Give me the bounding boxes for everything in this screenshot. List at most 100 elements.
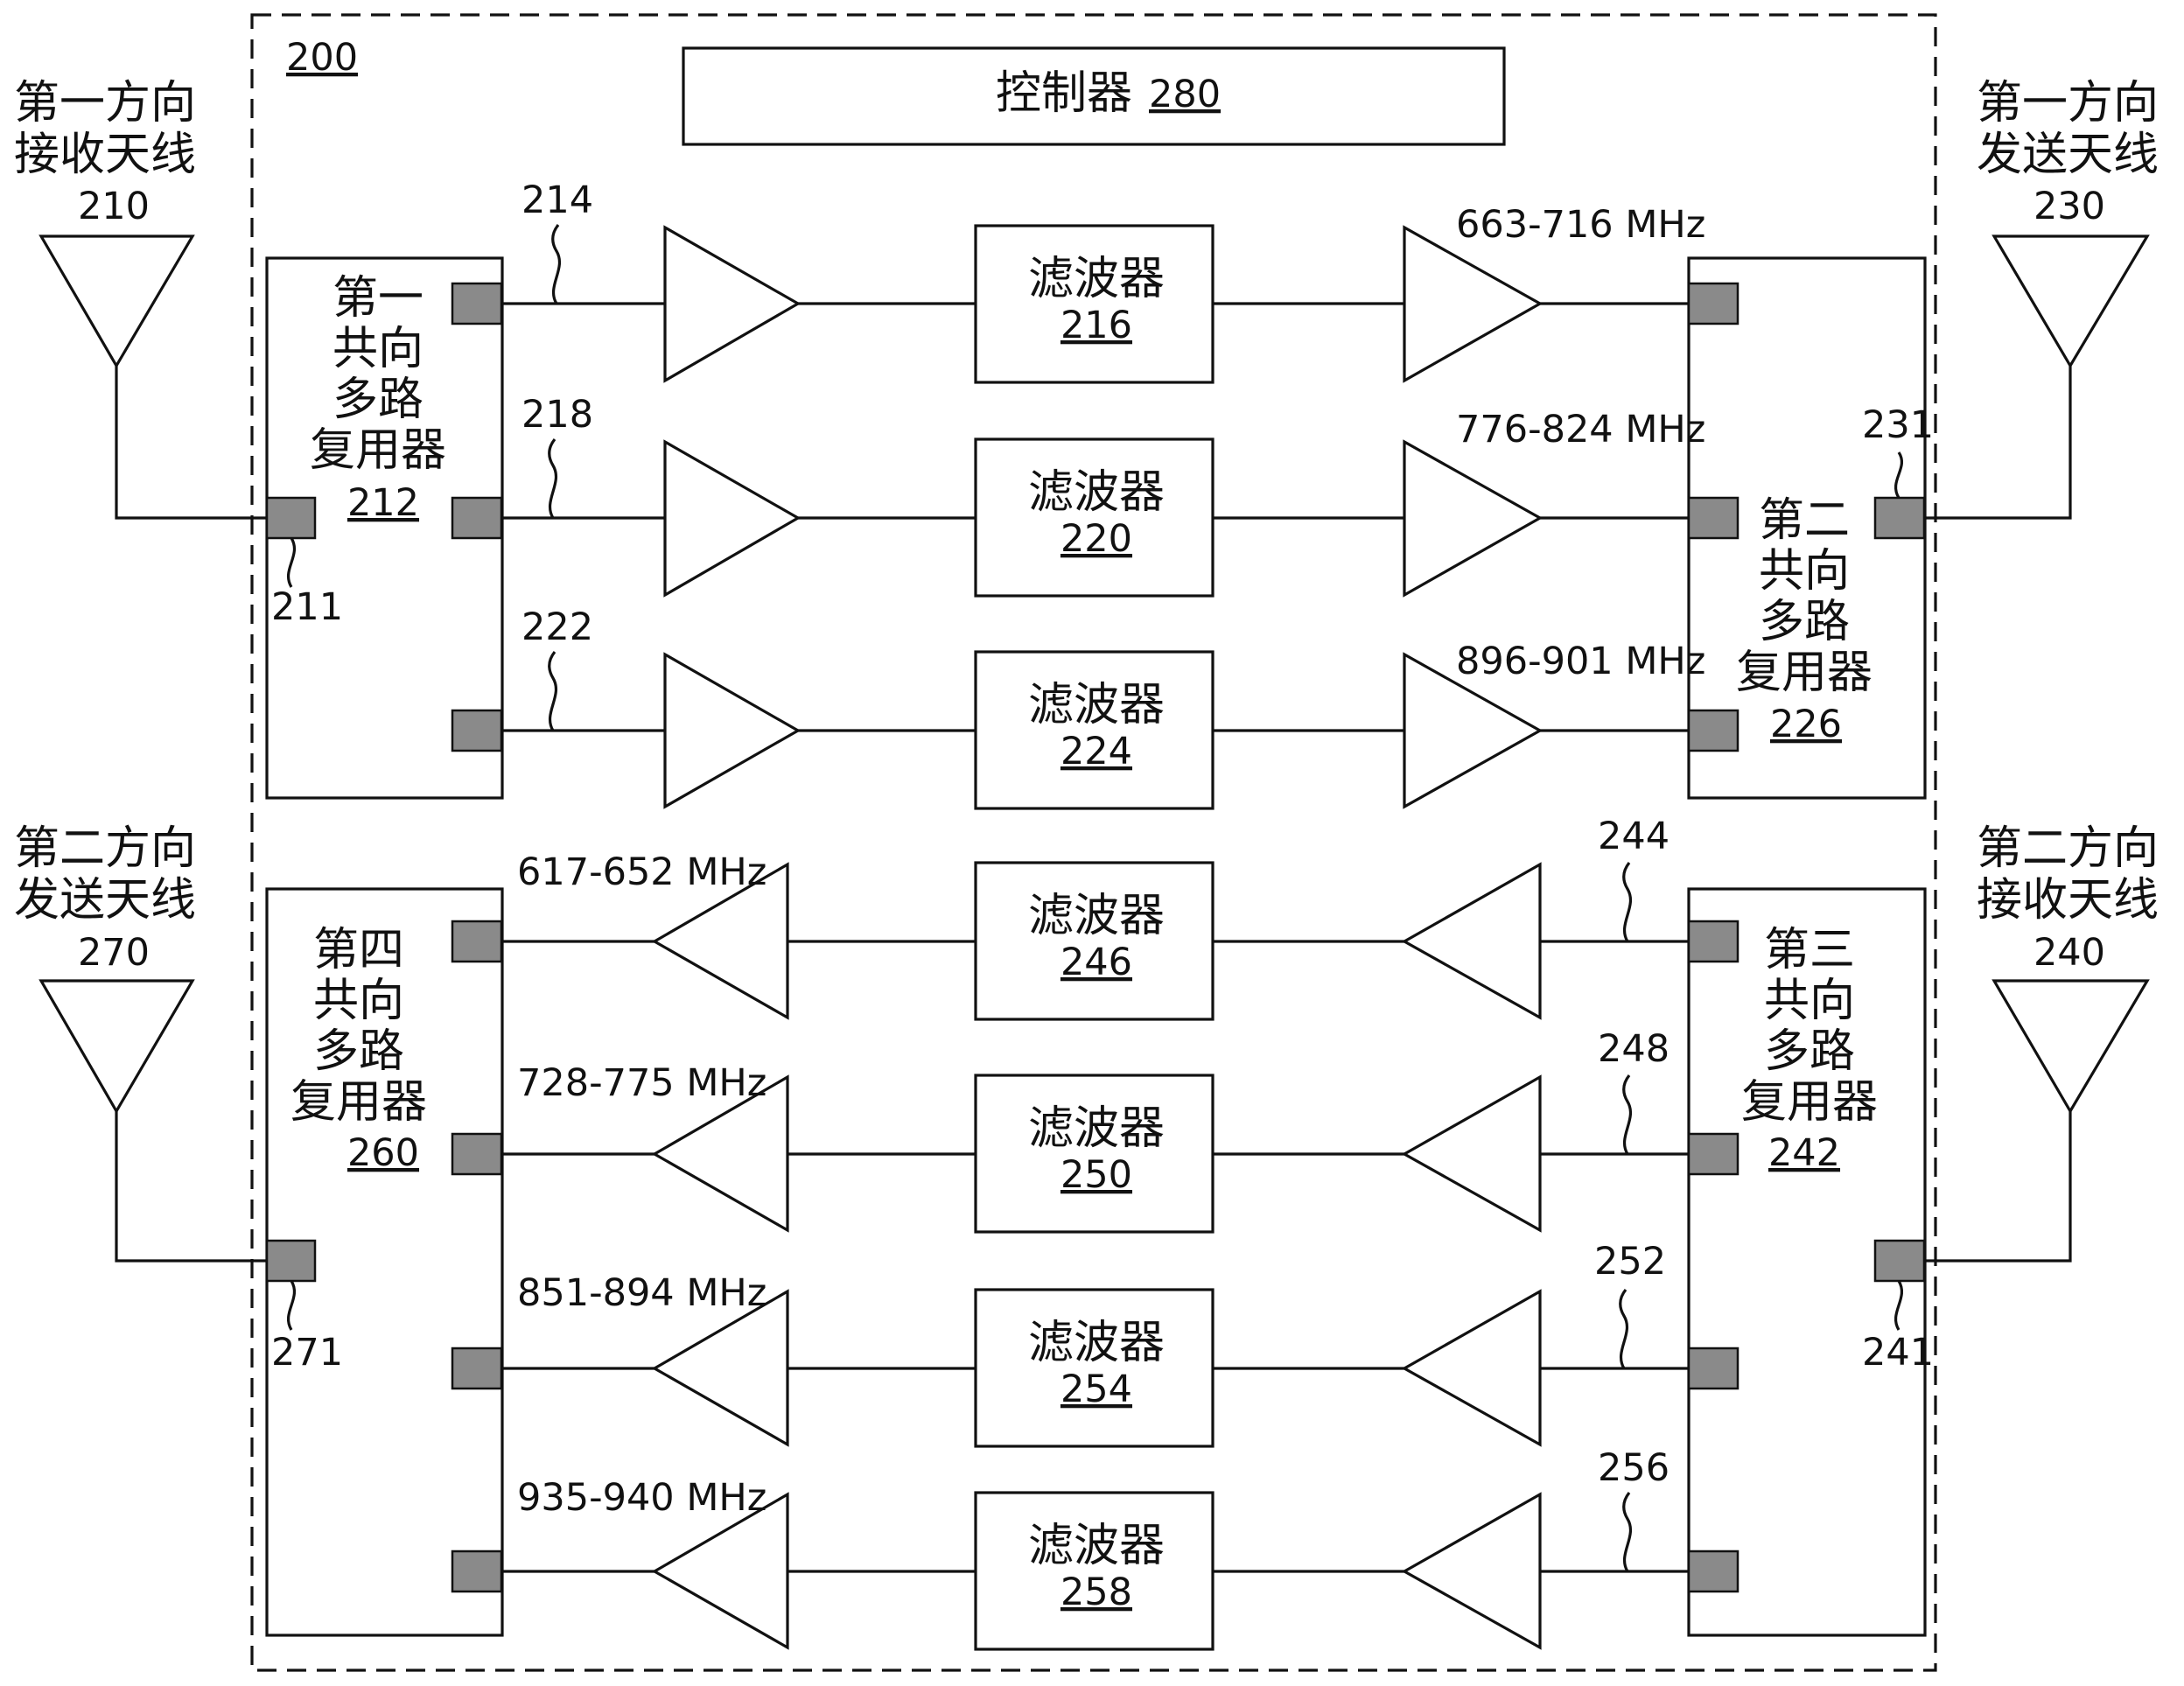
signal-ref-252: 252 <box>1594 1240 1666 1284</box>
filter-220-label: 滤波器 <box>1028 466 1165 519</box>
diplexer-212-label: 第一 共向 多路 复用器 212 <box>310 272 446 525</box>
system-ref: 200 <box>286 36 358 80</box>
antenna-tx2-line1: 第二方向 <box>14 822 196 875</box>
band-label-2: 776-824 MHz <box>1456 408 1705 451</box>
svg-text:复用器: 复用器 <box>310 424 446 477</box>
amplifier-icon <box>651 862 789 1020</box>
port-242-out-1 <box>1687 920 1740 963</box>
antenna-230: 第一方向 发送天线 230 <box>1922 77 2159 520</box>
port-260-in-1 <box>451 920 503 963</box>
svg-text:260: 260 <box>347 1131 419 1175</box>
port-226-in-3 <box>1687 709 1740 752</box>
filter-246-ref: 246 <box>1060 941 1132 984</box>
svg-text:共向: 共向 <box>1759 545 1850 598</box>
band-label-5: 728-775 MHz <box>517 1061 766 1105</box>
filter-254-box <box>974 1288 1214 1448</box>
forward-path-3: 滤波器 224 896-901 MHz 222 <box>502 605 1705 810</box>
amplifier-icon <box>663 225 802 383</box>
antenna-270: 第二方向 发送天线 270 <box>14 822 273 1263</box>
port-242-out-2 <box>1687 1132 1740 1176</box>
diplexer-226-label: 第二 共向 多路 复用器 226 <box>1736 494 1872 746</box>
port-ref-271: 271 <box>271 1331 343 1375</box>
svg-text:212: 212 <box>347 481 419 525</box>
antenna-tx2-ref: 270 <box>78 931 150 975</box>
port-260-in-2 <box>451 1132 503 1176</box>
band-label-7: 935-940 MHz <box>517 1476 766 1520</box>
filter-224-ref: 224 <box>1060 730 1132 773</box>
port-212-out-2 <box>451 496 503 540</box>
port-242-out-4 <box>1687 1550 1740 1593</box>
reverse-path-2: 滤波器 250 728-775 MHz 248 <box>502 1027 1689 1234</box>
forward-path-2: 滤波器 220 776-824 MHz 218 <box>502 393 1705 598</box>
svg-text:多路: 多路 <box>1759 596 1850 648</box>
amplifier-icon <box>1403 652 1544 809</box>
antenna-230-triangle <box>1992 234 2150 369</box>
svg-text:多路: 多路 <box>1764 1025 1855 1078</box>
port-212-out-3 <box>451 709 503 752</box>
amplifier-icon <box>663 439 802 598</box>
svg-text:第四: 第四 <box>313 924 404 976</box>
amplifier-icon <box>651 1289 789 1447</box>
reverse-path-4: 滤波器 258 935-940 MHz 256 <box>502 1446 1689 1651</box>
band-label-6: 851-894 MHz <box>517 1271 766 1315</box>
filter-246-label: 滤波器 <box>1028 890 1165 942</box>
port-212-out-1 <box>451 282 503 325</box>
antenna-tx1-line1: 第一方向 <box>1977 77 2159 129</box>
filter-250-label: 滤波器 <box>1028 1102 1165 1155</box>
svg-text:多路: 多路 <box>313 1025 404 1078</box>
antenna-rx1-ref: 210 <box>78 185 150 228</box>
port-ref-211: 211 <box>271 585 343 629</box>
amplifier-icon <box>1401 1492 1542 1650</box>
band-label-4: 617-652 MHz <box>517 850 766 894</box>
amplifier-icon <box>663 652 802 809</box>
svg-text:第三: 第三 <box>1764 924 1855 976</box>
amplifier-icon <box>1401 1289 1542 1447</box>
system-boundary <box>250 13 1937 1672</box>
svg-text:第一: 第一 <box>332 272 424 325</box>
signal-ref-214: 214 <box>522 178 593 222</box>
filter-250-ref: 250 <box>1060 1153 1132 1197</box>
antenna-tx1-ref: 230 <box>2034 185 2105 228</box>
port-242-out-3 <box>1687 1347 1740 1390</box>
antenna-rx2-line2: 接收天线 <box>1977 874 2159 927</box>
filter-224-label: 滤波器 <box>1028 679 1165 731</box>
port-241 <box>1873 1239 1926 1283</box>
antenna-rx2-ref: 240 <box>2034 931 2105 975</box>
amplifier-icon <box>1403 439 1544 598</box>
filter-258-box <box>974 1491 1214 1651</box>
filter-224-box <box>974 650 1214 810</box>
amplifier-icon <box>1403 225 1544 383</box>
filter-220-ref: 220 <box>1060 517 1132 561</box>
filter-216-box <box>974 224 1214 384</box>
filter-254-label: 滤波器 <box>1028 1317 1165 1369</box>
port-ref-241: 241 <box>1862 1331 1934 1375</box>
svg-text:复用器: 复用器 <box>290 1076 427 1129</box>
signal-ref-218: 218 <box>522 393 593 437</box>
reverse-path-3: 滤波器 254 851-894 MHz 252 <box>502 1240 1689 1448</box>
diplexer-260-label: 第四 共向 多路 复用器 260 <box>290 924 427 1175</box>
antenna-rx2-line1: 第二方向 <box>1977 822 2159 875</box>
antenna-rx1-line1: 第一方向 <box>14 77 196 129</box>
filter-258-ref: 258 <box>1060 1571 1132 1614</box>
antenna-210-triangle <box>38 234 195 369</box>
forward-path-1: 滤波器 216 663-716 MHz 214 <box>502 178 1705 384</box>
svg-text:共向: 共向 <box>332 323 424 375</box>
controller-box <box>682 46 1506 146</box>
port-260-in-4 <box>451 1550 503 1593</box>
port-ref-231: 231 <box>1862 403 1934 447</box>
band-label-3: 896-901 MHz <box>1456 640 1705 683</box>
port-226-in-1 <box>1687 282 1740 325</box>
antenna-210: 第一方向 接收天线 210 <box>14 77 273 520</box>
antenna-240-triangle <box>1992 979 2150 1115</box>
antenna-rx1-line2: 接收天线 <box>14 129 196 181</box>
signal-ref-244: 244 <box>1598 815 1670 858</box>
band-label-1: 663-716 MHz <box>1456 203 1705 247</box>
port-226-in-2 <box>1687 496 1740 540</box>
filter-220-box <box>974 437 1214 598</box>
port-231 <box>1873 496 1926 540</box>
svg-text:复用器: 复用器 <box>1741 1076 1878 1129</box>
port-260-in-3 <box>451 1347 503 1390</box>
signal-ref-222: 222 <box>522 605 593 649</box>
diplexer-242-label: 第三 共向 多路 复用器 242 <box>1741 924 1878 1175</box>
